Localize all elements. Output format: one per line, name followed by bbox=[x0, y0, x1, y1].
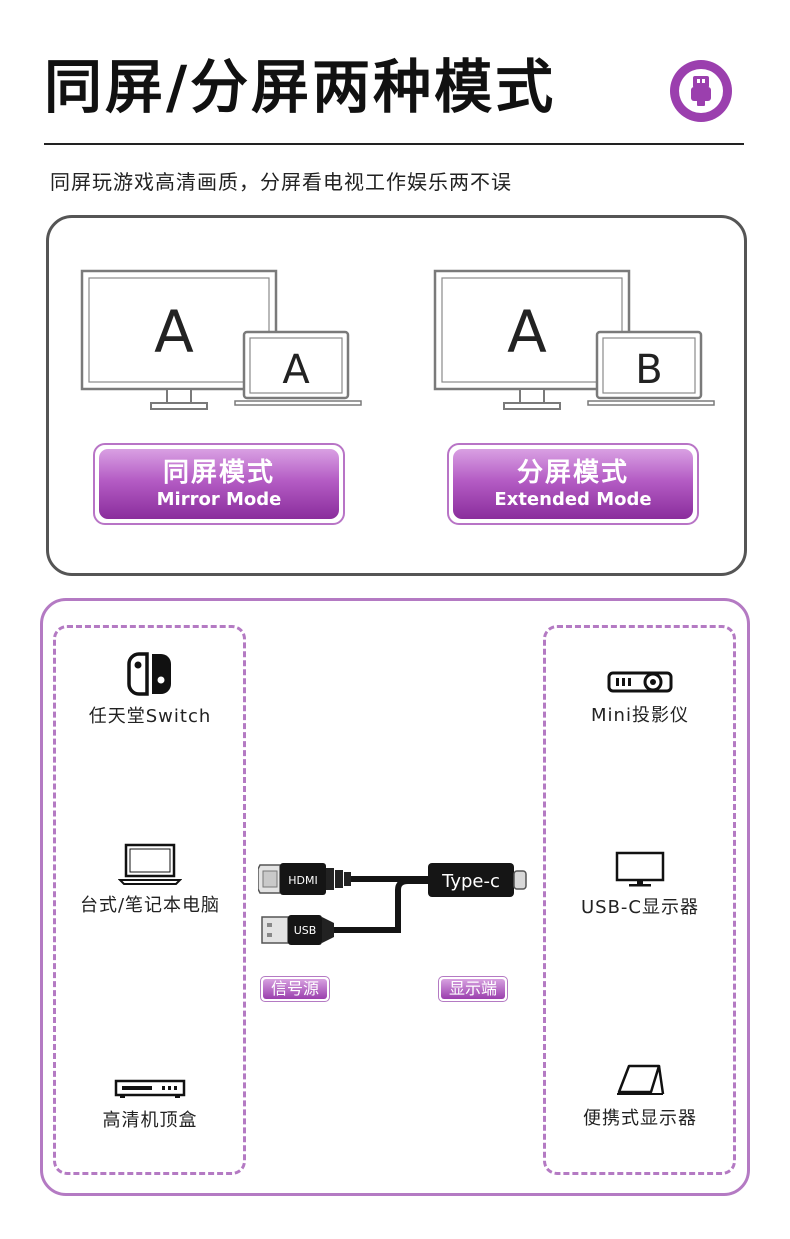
display-end-tag-label: 显示端 bbox=[441, 979, 506, 999]
typec-connector-label: Type-c bbox=[441, 871, 500, 892]
mode-panel: A A A B 同屏模式 Mirror Mode 分屏模式 Extended M… bbox=[46, 215, 747, 576]
usb-badge bbox=[670, 60, 732, 122]
switch-icon bbox=[127, 652, 171, 696]
extended-mode-label-cn: 分屏模式 bbox=[516, 458, 629, 488]
typec-connector bbox=[428, 863, 514, 897]
mirror-monitor-letter: A bbox=[154, 298, 194, 366]
source-settop-box: 高清机顶盒 bbox=[55, 1078, 245, 1132]
source-computer-label: 台式/笔记本电脑 bbox=[79, 895, 221, 916]
display-portable-label: 便携式显示器 bbox=[583, 1108, 697, 1129]
display-projector: Mini投影仪 bbox=[545, 669, 735, 727]
page-title: 同屏/分屏两种模式 bbox=[44, 53, 557, 121]
extended-monitor-letter: A bbox=[507, 298, 547, 366]
hdmi-connector-label: HDMI bbox=[288, 874, 317, 887]
extended-laptop-letter: B bbox=[635, 347, 662, 393]
header-divider bbox=[44, 143, 744, 145]
mirror-mode-button[interactable]: 同屏模式 Mirror Mode bbox=[93, 443, 345, 525]
hdmi-connector bbox=[280, 863, 326, 895]
projector-icon bbox=[607, 671, 673, 693]
mirror-mode-label-en: Mirror Mode bbox=[156, 489, 282, 510]
mirror-laptop-letter: A bbox=[282, 347, 310, 393]
source-switch: 任天堂Switch bbox=[55, 652, 245, 728]
page-subtitle: 同屏玩游戏高清画质，分屏看电视工作娱乐两不误 bbox=[50, 170, 512, 194]
settop-box-icon bbox=[114, 1079, 186, 1098]
display-projector-label: Mini投影仪 bbox=[591, 705, 689, 726]
signal-source-tag-label: 信号源 bbox=[263, 979, 328, 999]
source-settop-box-label: 高清机顶盒 bbox=[102, 1110, 198, 1131]
display-portable: 便携式显示器 bbox=[545, 1064, 735, 1130]
source-switch-label: 任天堂Switch bbox=[88, 706, 212, 727]
display-usbc-monitor-label: USB-C显示器 bbox=[580, 897, 699, 918]
source-computer: 台式/笔记本电脑 bbox=[55, 843, 245, 917]
usb-connector-label: USB bbox=[294, 924, 317, 937]
extended-mode-label-en: Extended Mode bbox=[494, 489, 652, 510]
extended-mode-button[interactable]: 分屏模式 Extended Mode bbox=[447, 443, 699, 525]
extended-illustration: A B bbox=[433, 269, 715, 410]
mirror-mode-label-cn: 同屏模式 bbox=[162, 458, 275, 488]
portable-display-icon bbox=[617, 1064, 665, 1095]
usb-connector bbox=[288, 915, 322, 945]
display-end-tag: 显示端 bbox=[438, 976, 509, 1002]
laptop-icon bbox=[118, 843, 182, 885]
cable-illustration: HDMI USB Type-c bbox=[258, 863, 527, 945]
signal-source-tag: 信号源 bbox=[260, 976, 331, 1002]
usb-plug-icon bbox=[691, 76, 711, 106]
mirror-illustration: A A bbox=[80, 269, 362, 410]
display-column bbox=[543, 625, 736, 1175]
source-column bbox=[53, 625, 246, 1175]
display-usbc-monitor: USB-C显示器 bbox=[545, 851, 735, 919]
monitor-icon bbox=[615, 851, 665, 887]
